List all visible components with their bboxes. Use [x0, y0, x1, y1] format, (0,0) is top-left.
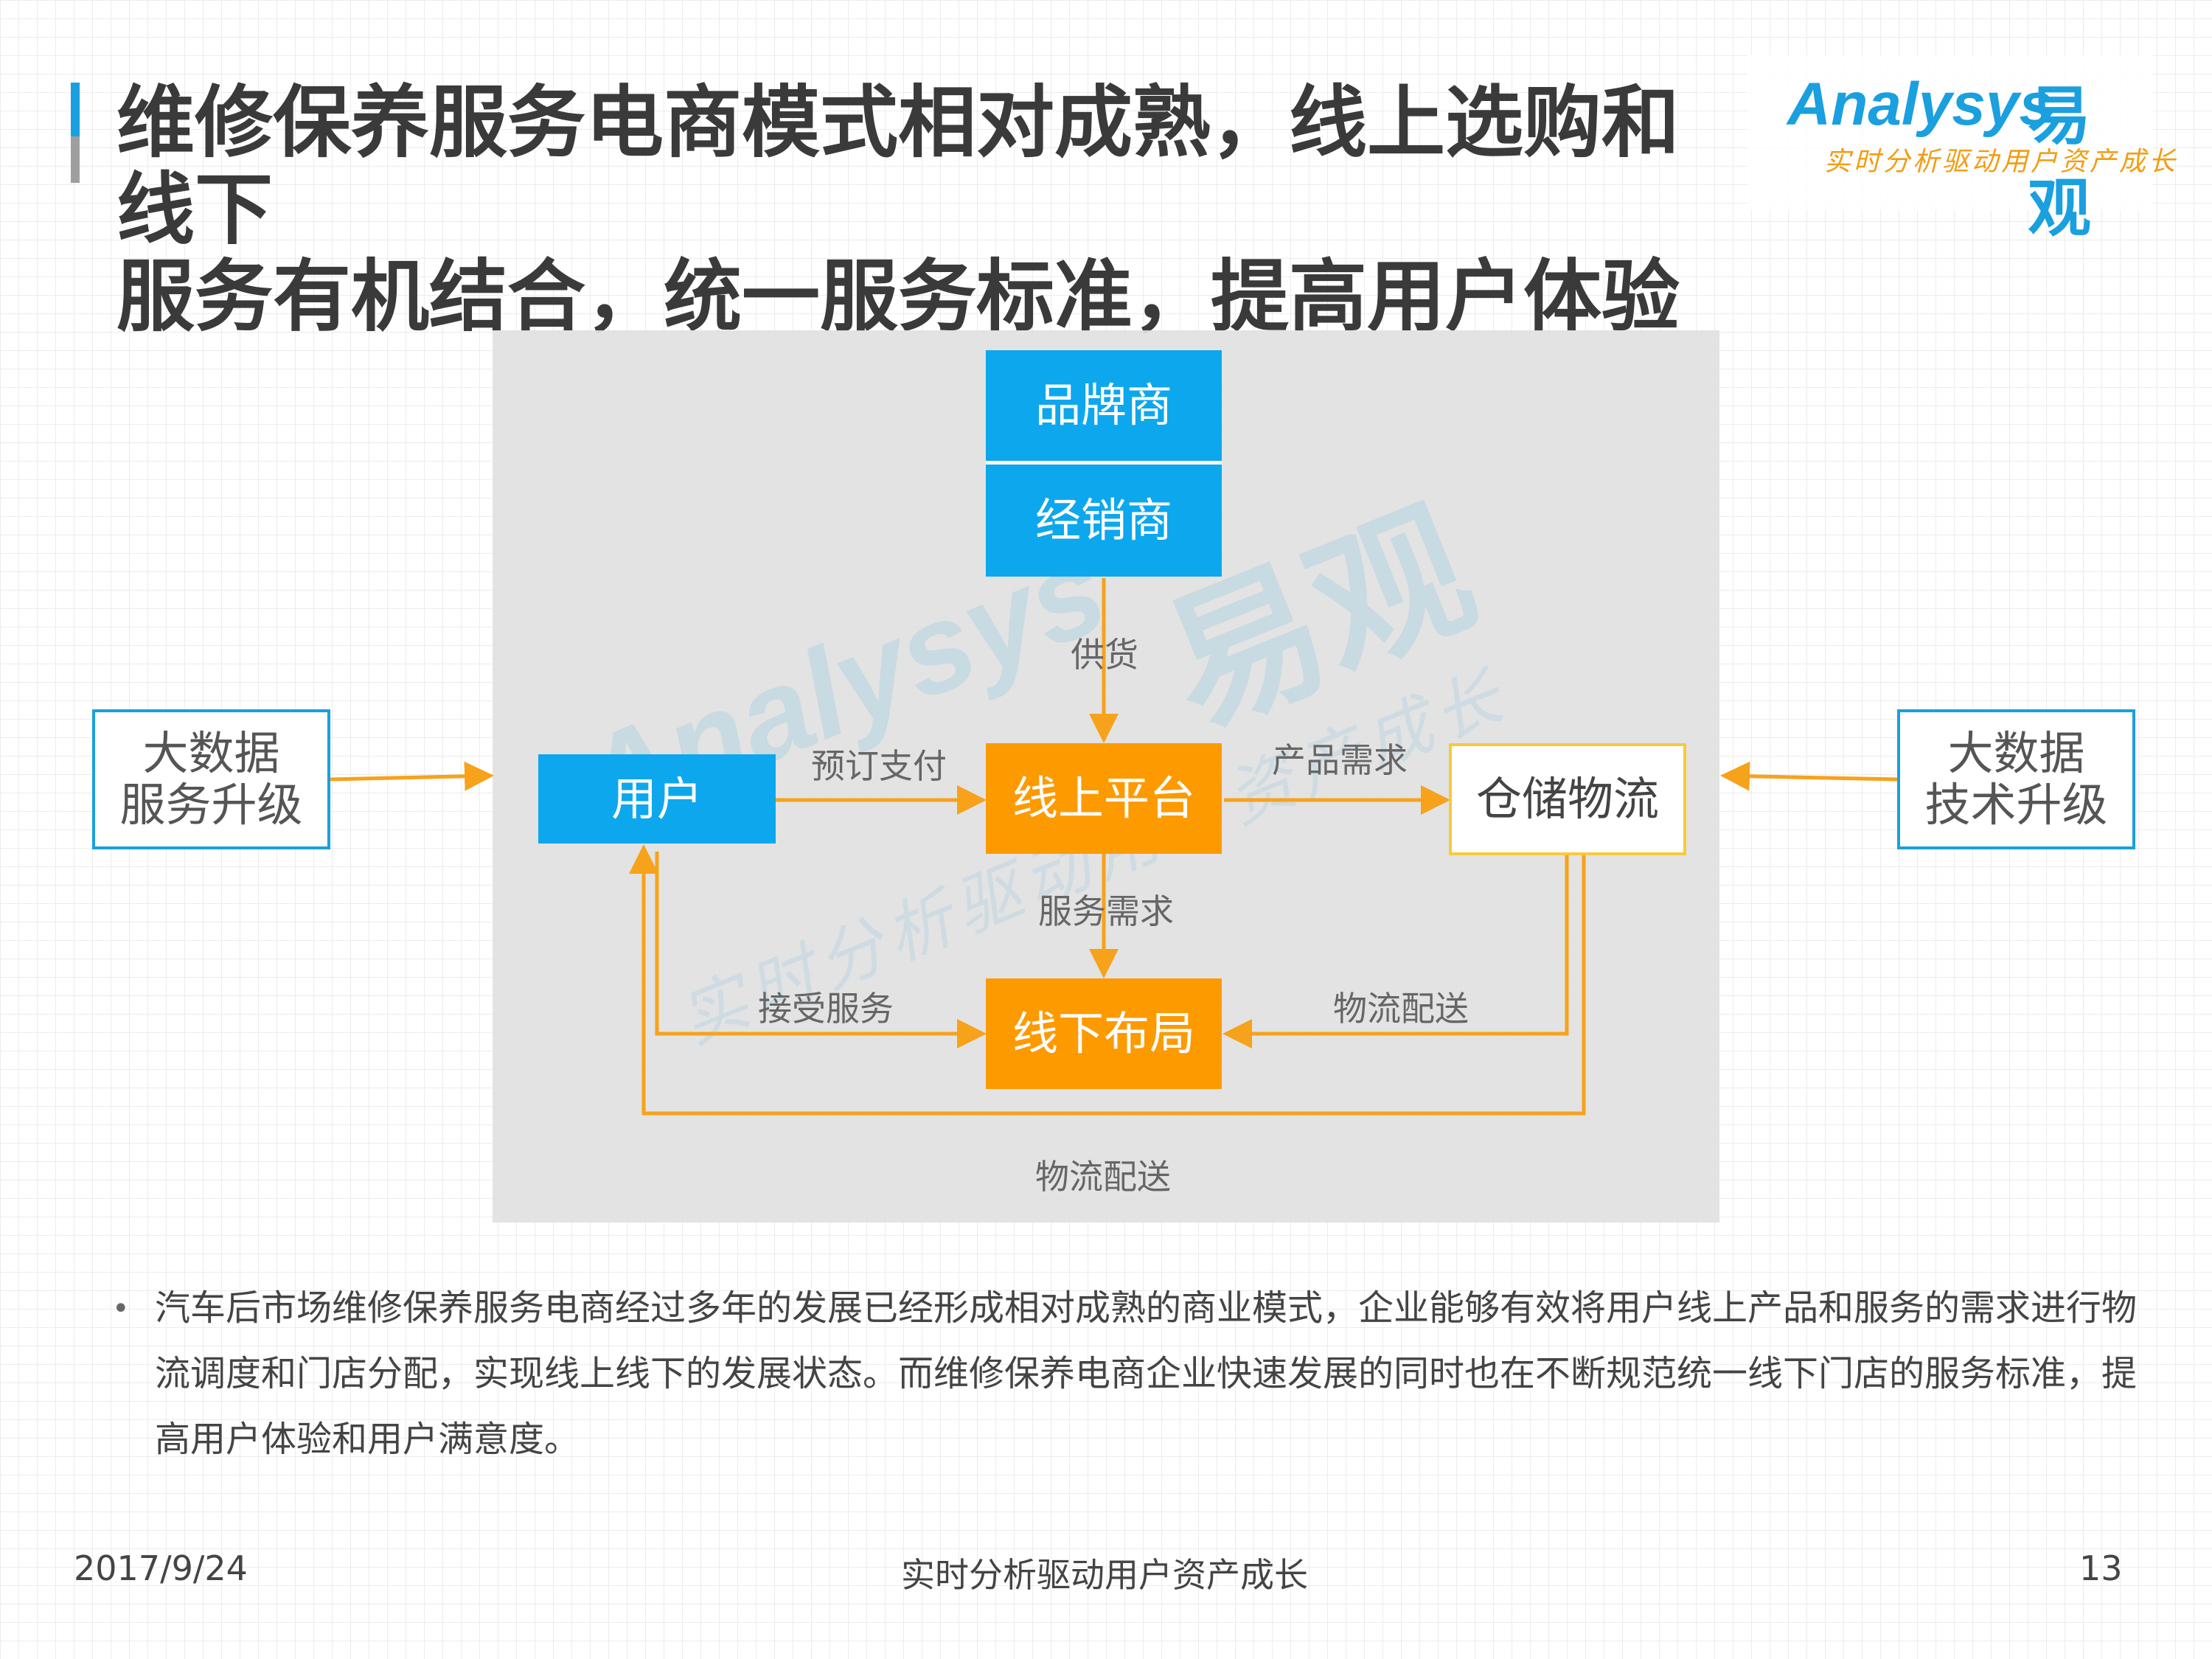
bullet-dot: •	[112, 1292, 130, 1326]
edge-label-service-demand: 服务需求	[1038, 891, 1174, 931]
node-bigdata-service: 大数据 服务升级	[92, 709, 330, 849]
edge-label-receive-service: 接受服务	[758, 989, 894, 1029]
arrow-bigdata-left	[330, 761, 494, 791]
logo-chinese-name: 易观	[2028, 80, 2091, 246]
node-online-platform: 线上平台	[986, 743, 1222, 854]
logo-tagline: 实时分析驱动用户资产成长	[1824, 147, 2179, 177]
brand-logo: Analysys 易观 实时分析驱动用户资产成长	[1747, 55, 2175, 246]
arrow-bigdata-right	[1720, 761, 1898, 791]
edge-label-logistics-user: 物流配送	[1035, 1157, 1171, 1197]
node-warehouse-logistics: 仓储物流	[1449, 743, 1686, 855]
arrow-logistics-user	[629, 844, 1586, 1116]
node-dealer: 经销商	[986, 465, 1222, 577]
arrow-logistics-offline	[1222, 855, 1569, 1048]
node-divider	[986, 461, 1222, 465]
edge-label-prepay: 预订支付	[811, 746, 947, 786]
page-title-line1: 维修保养服务电商模式相对成熟，线上选购和线下	[116, 77, 1680, 255]
node-bigdata-service-line2: 服务升级	[119, 778, 303, 832]
page-title-line2: 服务有机结合，统一服务标准，提高用户体验	[116, 251, 1680, 342]
node-bigdata-tech-line2: 技术升级	[1924, 778, 2108, 832]
footer-slogan: 实时分析驱动用户资产成长	[901, 1555, 1308, 1595]
edge-label-logistics-offline: 物流配送	[1333, 989, 1469, 1029]
arrow-receive-service	[655, 852, 987, 1048]
node-user: 用户	[538, 754, 776, 844]
summary-paragraph: 汽车后市场维修保养服务电商经过多年的发展已经形成相对成熟的商业模式，企业能够有效…	[155, 1287, 2138, 1460]
edge-label-product-demand: 产品需求	[1272, 740, 1408, 780]
footer-date: 2017/9/24	[74, 1548, 248, 1588]
node-brand: 品牌商	[986, 350, 1222, 461]
page-title: 维修保养服务电商模式相对成熟，线上选购和线下 服务有机结合，统一服务标准，提高用…	[116, 80, 1753, 341]
node-bigdata-service-line1: 大数据	[142, 726, 280, 780]
title-accent-bar-grey	[71, 136, 80, 183]
node-bigdata-tech: 大数据 技术升级	[1897, 709, 2135, 849]
footer-page-number: 13	[2079, 1548, 2123, 1588]
node-offline-layout: 线下布局	[986, 978, 1222, 1089]
edge-label-supply: 供货	[1071, 635, 1138, 675]
node-bigdata-tech-line1: 大数据	[1947, 726, 2085, 780]
logo-wordmark: Analysys	[1787, 71, 2053, 138]
